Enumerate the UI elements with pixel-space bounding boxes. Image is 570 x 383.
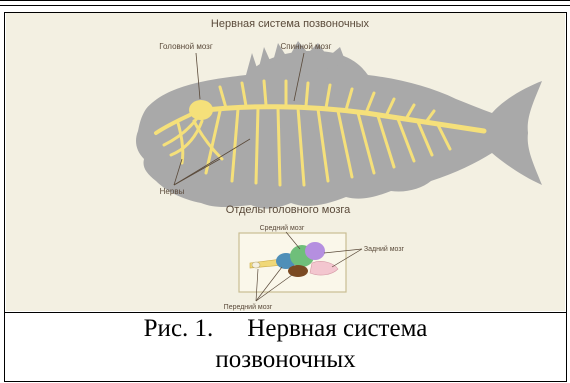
brain-shape [189, 100, 213, 120]
caption-number: Рис. 1. [144, 313, 214, 344]
label-spinal-cord: Спинной мозг [281, 42, 332, 51]
caption-text-line2: позвоночных [5, 344, 566, 375]
label-nerves: Нервы [160, 187, 185, 196]
label-brain: Головной мозг [159, 42, 213, 51]
figure-caption: Рис. 1. Нервная система позвоночных [5, 313, 566, 381]
label-midbrain: Средний мозг [260, 224, 305, 232]
label-hindbrain: Задний мозг [364, 245, 405, 253]
label-forebrain: Передний мозг [224, 303, 273, 311]
brain-base-shape [288, 265, 308, 277]
diagram-figure: Нервная система позвоночных [6, 13, 565, 311]
inset-title: Отделы головного мозга [226, 204, 351, 216]
diagram-title: Нервная система позвоночных [211, 18, 370, 30]
fish-diagram: Нервная система позвоночных [6, 13, 565, 311]
top-rule [0, 0, 570, 6]
cerebellum-shape [305, 242, 325, 260]
caption-line-1: Рис. 1. Нервная система [5, 313, 566, 344]
caption-text-line1: Нервная система [247, 315, 427, 342]
